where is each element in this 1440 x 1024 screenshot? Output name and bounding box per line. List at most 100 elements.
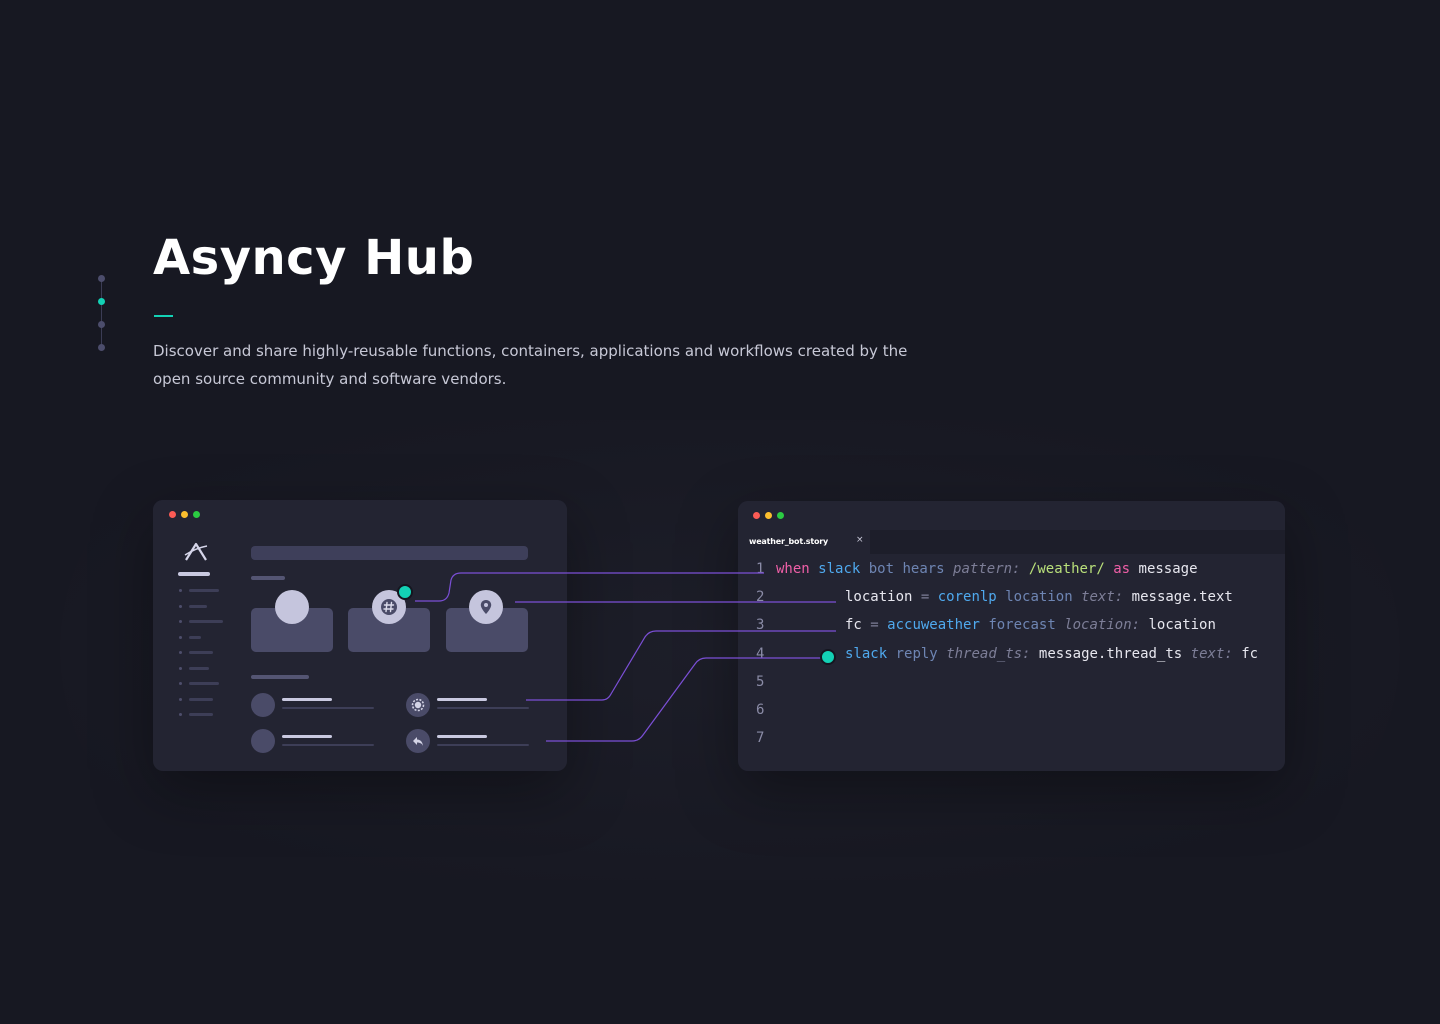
step-dot[interactable] (98, 344, 105, 351)
list-item-subtitle (282, 707, 374, 709)
code-token: pattern: (953, 561, 1021, 577)
step-dot[interactable] (98, 321, 105, 328)
code-line[interactable]: 2 location = corenlp location text: messa… (738, 589, 1285, 617)
code-token: = (861, 617, 888, 634)
hub-window (153, 500, 567, 771)
list-item-title[interactable] (437, 698, 487, 701)
maximize-traffic-light-icon[interactable] (777, 512, 784, 519)
gear-icon (411, 698, 425, 712)
code-token (860, 561, 868, 577)
line-number: 1 (756, 561, 765, 577)
list-item-title[interactable] (282, 735, 332, 738)
sidebar-item[interactable] (189, 698, 213, 701)
asyncy-logo-icon[interactable] (183, 542, 209, 562)
code-token (1105, 561, 1113, 577)
service-avatar (275, 590, 309, 624)
code-token: location (1005, 589, 1073, 606)
code-token: location (1148, 617, 1216, 634)
sidebar-item[interactable] (189, 636, 201, 639)
sidebar-item[interactable] (189, 682, 219, 685)
sidebar-bullet (179, 682, 182, 685)
step-dot[interactable] (98, 275, 105, 282)
list-item-subtitle (437, 744, 529, 746)
sidebar-item[interactable] (189, 667, 209, 670)
sidebar-bullet (179, 636, 182, 639)
code-token (1123, 589, 1131, 605)
sidebar-item[interactable] (189, 620, 223, 623)
code-token: accuweather (887, 617, 980, 634)
sidebar-bullet (179, 589, 182, 592)
code-line[interactable]: 1 when slack bot hears pattern: /weather/… (738, 561, 1285, 589)
step-dot-active[interactable] (98, 298, 105, 305)
tab-weather-bot-story[interactable]: weather_bot.story × (738, 530, 870, 554)
maximize-traffic-light-icon[interactable] (193, 511, 200, 518)
code-token: slack (818, 561, 861, 577)
section-heading-placeholder (251, 675, 309, 679)
code-token (887, 646, 895, 662)
section-heading-placeholder (251, 576, 285, 580)
code-token: text: (1190, 645, 1233, 662)
code-line[interactable]: 7 (738, 730, 1285, 758)
code-token: reply (895, 645, 938, 662)
list-item-title[interactable] (437, 735, 487, 738)
window-titlebar (738, 501, 1285, 530)
code-token: slack (845, 645, 888, 662)
sidebar-item[interactable] (189, 589, 219, 592)
code-line[interactable]: 5 (738, 674, 1285, 702)
list-item-title[interactable] (282, 698, 332, 701)
code-token: fc (845, 617, 862, 634)
location-pin-icon (480, 600, 492, 614)
list-avatar (251, 729, 275, 753)
code-token (1130, 561, 1138, 577)
search-input[interactable] (251, 546, 528, 560)
code-token (1233, 646, 1241, 662)
code-token (1073, 589, 1081, 605)
sidebar-item[interactable] (189, 605, 207, 608)
line-number: 6 (756, 702, 765, 718)
page-title: Asyncy Hub (153, 230, 475, 286)
editor-window: weather_bot.story × 1 when slack bot hear… (738, 501, 1285, 771)
sidebar-bullet (179, 667, 182, 670)
code-token (1030, 646, 1038, 662)
code-token (938, 646, 946, 662)
close-traffic-light-icon[interactable] (169, 511, 176, 518)
reply-icon (413, 737, 423, 746)
window-titlebar (153, 500, 567, 529)
code-token: thread_ts: (946, 645, 1031, 662)
code-text: when slack bot hears pattern: /weather/ … (776, 561, 1198, 577)
code-token (945, 561, 953, 577)
minimize-traffic-light-icon[interactable] (765, 512, 772, 519)
line-number: 2 (756, 589, 765, 606)
minimize-traffic-light-icon[interactable] (181, 511, 188, 518)
page-description: Discover and share highly-reusable funct… (153, 342, 908, 388)
code-token (997, 589, 1005, 605)
code-token: message.text (1131, 589, 1233, 606)
code-token: /weather/ (1028, 561, 1105, 577)
close-icon[interactable]: × (856, 535, 864, 545)
sidebar-item[interactable] (189, 713, 213, 716)
code-token: text: (1081, 589, 1124, 606)
line-number: 4 (756, 645, 765, 662)
code-token: fc (1241, 645, 1259, 662)
code-token: = (912, 589, 938, 606)
code-line[interactable]: 4 slack reply thread_ts: message.thread_t… (738, 646, 1285, 674)
code-token: message.thread_ts (1038, 645, 1183, 662)
sidebar-bullet (179, 651, 182, 654)
code-text: slack reply thread_ts: message.thread_ts… (845, 646, 1258, 662)
code-token: when (776, 561, 810, 577)
close-traffic-light-icon[interactable] (753, 512, 760, 519)
line-number: 5 (756, 673, 765, 690)
tab-label: weather_bot.story (749, 537, 829, 546)
code-line[interactable]: 6 (738, 702, 1285, 730)
code-token: as (1113, 561, 1131, 577)
editor-tab-bar: weather_bot.story × (738, 530, 1285, 554)
sidebar-item[interactable] (189, 651, 213, 654)
list-item-subtitle (437, 707, 529, 709)
code-text: location = corenlp location text: messag… (845, 589, 1233, 605)
sidebar-item-active[interactable] (178, 572, 210, 576)
code-token: forecast (988, 617, 1056, 634)
code-token: location: (1064, 617, 1141, 634)
code-token: message (1138, 561, 1198, 577)
list-avatar (251, 693, 275, 717)
